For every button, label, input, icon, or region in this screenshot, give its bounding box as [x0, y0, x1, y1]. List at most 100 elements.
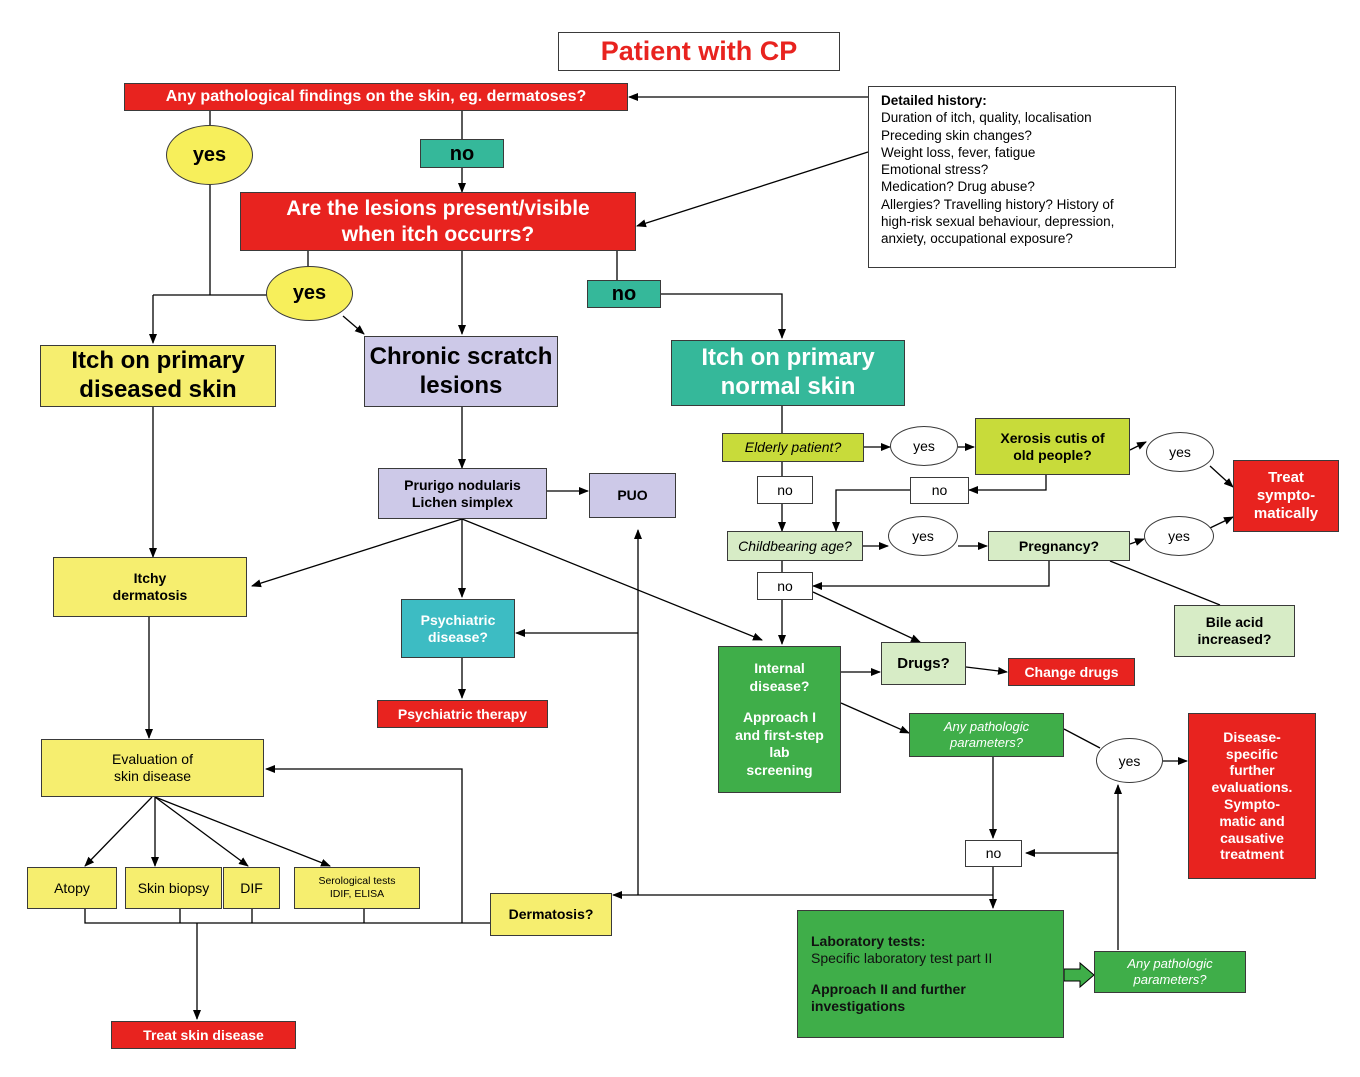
skin-findings-question: Any pathological findings on the skin, e…: [124, 83, 628, 111]
disease-specific-line: specific: [1225, 745, 1279, 762]
edge-xerosis-to-yes: [1129, 441, 1147, 451]
no-label: no: [777, 481, 793, 498]
no-label: no: [777, 577, 793, 594]
yes-label: yes: [912, 528, 934, 544]
edge-xerosis-to-no: [968, 475, 1047, 494]
bile-line: increased?: [1197, 631, 1272, 647]
history-heading: Detailed history:: [881, 93, 987, 108]
yes-oval-lesions: yes: [266, 266, 353, 321]
edge-pregnancy-to-yes: [1129, 538, 1145, 546]
itchy-derm-line: Itchy: [133, 570, 167, 587]
any-pathologic-parameters-2: Any pathologic parameters?: [1094, 951, 1246, 993]
itchy-derm-line: dermatosis: [112, 587, 188, 603]
lab-approach-line: Approach II and further: [811, 981, 966, 997]
skin-biopsy-box: Skin biopsy: [125, 867, 222, 909]
lab-heading: Laboratory tests:: [811, 933, 926, 950]
itchy-dermatosis-box: Itchy dermatosis: [53, 557, 247, 617]
edge-pregnancy-to-bile: [1109, 560, 1221, 606]
edge-drugs-to-change: [965, 666, 1008, 675]
no-box-elderly: no: [757, 476, 813, 504]
prurigo-nodularis-box: Prurigo nodularis Lichen simplex: [378, 468, 547, 519]
treat-sympt-line: sympto-: [1256, 487, 1316, 504]
itch-diseased-line: Itch on primary: [71, 347, 245, 375]
bile-line: Bile acid: [1205, 614, 1264, 631]
childbearing-text: Childbearing age?: [738, 537, 852, 554]
eval-line: skin disease: [113, 768, 192, 784]
biopsy-text: Skin biopsy: [137, 879, 210, 896]
no-label: no: [449, 142, 475, 165]
no-box-lesions: no: [587, 280, 661, 308]
eval-line: Evaluation of: [112, 751, 193, 768]
skin-findings-question-text: Any pathological findings on the skin, e…: [165, 88, 587, 106]
treat-sympt-line: matically: [1253, 505, 1319, 522]
history-line: high-risk sexual behaviour, depression,: [881, 213, 1115, 229]
yes-label: yes: [292, 282, 327, 304]
internal-line: and first-step: [735, 726, 824, 743]
xerosis-line: Xerosis cutis of: [1000, 429, 1105, 446]
internal-line: Internal: [754, 660, 805, 676]
yes-oval-elderly: yes: [890, 426, 958, 466]
drugs-text: Drugs?: [897, 654, 950, 672]
any-path-line: Any pathologic: [943, 719, 1030, 735]
serology-line: Serological tests: [318, 875, 396, 888]
xerosis-line: old people?: [1013, 446, 1092, 463]
internal-line: Approach I: [742, 709, 817, 725]
history-line: Emotional stress?: [881, 162, 989, 178]
atopy-text: Atopy: [54, 879, 90, 896]
atopy-box: Atopy: [27, 867, 117, 909]
edge-internal-to-anypath: [840, 702, 910, 734]
dermatosis-question: Dermatosis?: [490, 893, 612, 936]
psychiatric-therapy-box: Psychiatric therapy: [377, 700, 548, 728]
itch-normal-line: Itch on primary: [701, 344, 875, 372]
childbearing-age-question: Childbearing age?: [727, 531, 863, 561]
itch-normal-line: normal skin: [720, 373, 856, 400]
page-title-text: Patient with CP: [600, 36, 798, 67]
prurigo-line: Prurigo nodularis: [404, 476, 521, 493]
no-box-skin: no: [420, 139, 504, 168]
disease-specific-line: evaluations.: [1211, 779, 1293, 796]
change-drugs-box: Change drugs: [1008, 658, 1135, 686]
history-line: Duration of itch, quality, localisation: [881, 110, 1092, 126]
edge-yes-to-treat: [1209, 465, 1234, 488]
edge-no-to-drugs: [812, 591, 921, 643]
treat-skin-disease-box: Treat skin disease: [111, 1021, 296, 1049]
disease-specific-line: further: [1229, 762, 1275, 779]
laboratory-tests-box: Laboratory tests: Specific laboratory te…: [797, 910, 1064, 1038]
serological-tests-box: Serological tests IDIF, ELISA: [294, 867, 420, 909]
itch-diseased-line: diseased skin: [79, 376, 237, 403]
dif-text: DIF: [240, 879, 263, 896]
yes-label: yes: [1168, 528, 1190, 544]
any-path-line: parameters?: [950, 735, 1023, 750]
yes-label: yes: [913, 438, 935, 454]
edge-dermatosis-to-eval: [265, 765, 463, 923]
lesions-question-line: when itch occurrs?: [341, 222, 535, 246]
edge-yes-to-treat-2: [1209, 516, 1234, 529]
puo-text: PUO: [617, 487, 648, 504]
serology-line: IDIF, ELISA: [329, 888, 385, 900]
treat-skin-text: Treat skin disease: [143, 1026, 264, 1043]
yes-label: yes: [192, 143, 227, 166]
edge-anypath-to-yes: [1063, 728, 1101, 749]
any-pathologic-parameters-1: Any pathologic parameters?: [909, 713, 1064, 757]
no-box-parameters: no: [965, 840, 1022, 867]
no-label: no: [611, 283, 637, 305]
yes-label: yes: [1118, 752, 1141, 769]
yes-oval-xerosis: yes: [1146, 432, 1214, 472]
treat-sympt-line: Treat: [1268, 469, 1304, 486]
internal-line: screening: [746, 761, 813, 778]
xerosis-cutis-box: Xerosis cutis of old people?: [975, 418, 1130, 475]
dermatosis-text: Dermatosis?: [508, 906, 594, 923]
no-label: no: [931, 482, 948, 499]
itch-normal-skin: Itch on primary normal skin: [671, 340, 905, 406]
edge-yes-to-chronic: [342, 315, 365, 335]
disease-specific-box: Disease- specific further evaluations. S…: [1188, 713, 1316, 879]
yes-label: yes: [1169, 444, 1191, 460]
treat-symptomatically-box: Treat sympto- matically: [1233, 460, 1339, 532]
no-box-childbearing: no: [757, 572, 813, 600]
edge-prurigo-to-itchy-derm: [251, 518, 463, 588]
disease-specific-line: causative: [1220, 829, 1284, 846]
psychiatric-disease-question: Psychiatric disease?: [401, 599, 515, 658]
pregnancy-text: Pregnancy?: [1018, 537, 1100, 554]
psych-therapy-text: Psychiatric therapy: [397, 705, 528, 722]
history-line: Weight loss, fever, fatigue: [881, 144, 1036, 160]
